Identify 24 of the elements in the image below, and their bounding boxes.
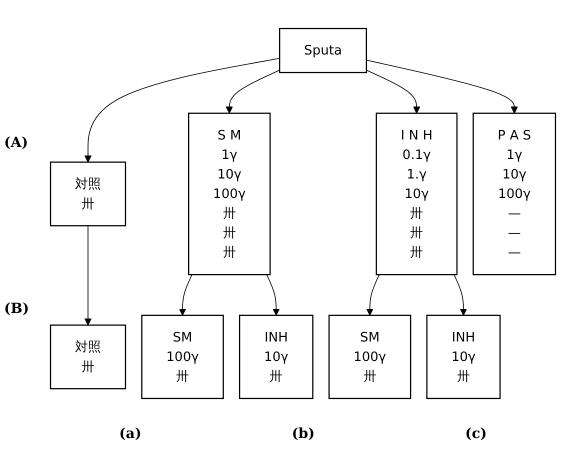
arrow — [84, 224, 92, 325]
row-label: (A) — [4, 135, 30, 151]
arrow — [178, 274, 192, 316]
node-box: INH 10γ 卅 — [238, 314, 314, 399]
column-label: (b) — [292, 426, 315, 444]
node-box: Sputa — [279, 27, 368, 73]
arrow — [366, 274, 380, 316]
node-box: 対照 卅 — [50, 161, 126, 226]
arrow — [366, 59, 518, 114]
node-box: S M 1γ 10γ 100γ 卅 卅 卅 — [188, 112, 271, 275]
arrow — [266, 274, 280, 316]
column-label: (a) — [119, 426, 142, 444]
node-box: SM 100γ 卅 — [328, 314, 412, 399]
node-box: I N H 0.1γ 1.γ 10γ 卅 卅 卅 — [376, 112, 458, 275]
arrow — [454, 274, 468, 316]
node-box: SM 100γ 卅 — [141, 314, 224, 399]
column-label: (c) — [465, 426, 487, 444]
arrow — [366, 69, 420, 114]
arrow — [226, 69, 280, 114]
node-box: 対照 卅 — [50, 324, 126, 389]
arrow — [84, 57, 280, 162]
row-label: (B) — [4, 301, 30, 317]
node-box: P A S 1γ 10γ 100γ — — — — [472, 112, 556, 275]
node-box: INH 10γ 卅 — [426, 314, 501, 399]
